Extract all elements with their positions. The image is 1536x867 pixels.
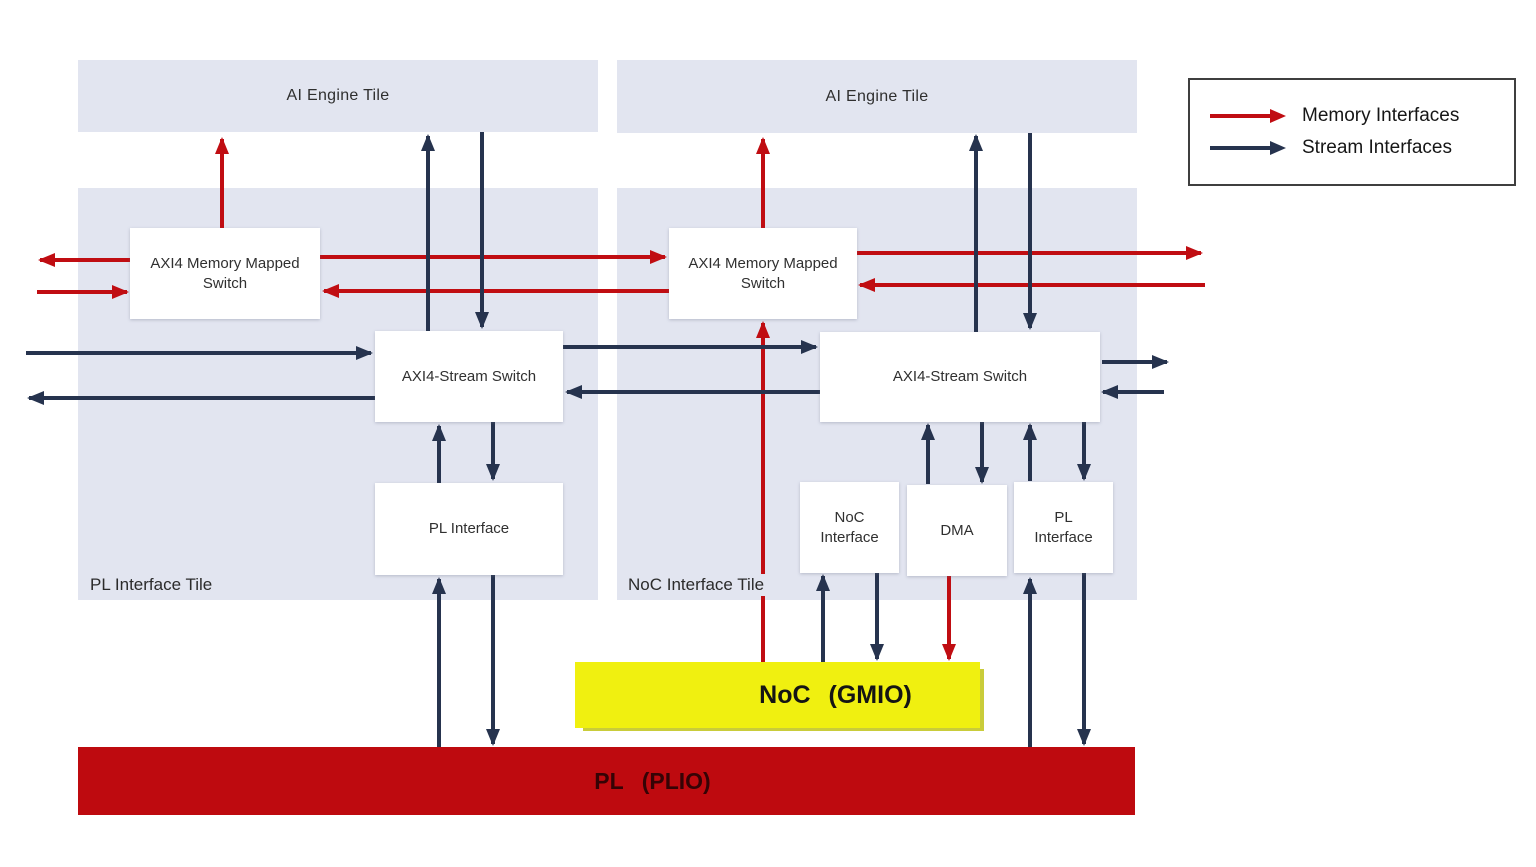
- legend-row-stream: Stream Interfaces: [1208, 137, 1514, 159]
- legend: Memory Interfaces Stream Interfaces: [1188, 78, 1516, 186]
- legend-row-memory: Memory Interfaces: [1208, 105, 1514, 127]
- ai-engine-tile-right-label: AI Engine Tile: [825, 87, 929, 105]
- noc-interface-block: NoC Interface: [800, 482, 899, 573]
- axi4-memory-mapped-switch-right: AXI4 Memory Mapped Switch: [669, 228, 857, 319]
- stream-arrow-icon: [1210, 141, 1286, 155]
- axi4-stream-switch-left: AXI4-Stream Switch: [375, 331, 563, 422]
- pl-interface-block-right: PL Interface: [1014, 482, 1113, 573]
- pl-interface-tile-label: PL Interface Tile: [90, 574, 221, 596]
- pl-plio-bar: PL (PLIO): [78, 747, 1135, 815]
- noc-gmio-bar-title: NoC: [759, 680, 811, 709]
- noc-gmio-bar-subtitle: (GMIO): [828, 680, 912, 709]
- ai-engine-tile-left-label: AI Engine Tile: [286, 87, 390, 104]
- pl-interface-block-left: PL Interface: [375, 483, 563, 575]
- dma-block: DMA: [907, 485, 1007, 576]
- noc-interface-tile-label: NoC Interface Tile: [628, 574, 773, 596]
- ai-engine-tile-right: AI Engine Tile: [617, 60, 1137, 133]
- pl-plio-bar-subtitle: (PLIO): [641, 767, 711, 794]
- axi4-stream-switch-right: AXI4-Stream Switch: [820, 332, 1100, 422]
- noc-gmio-bar: NoC (GMIO): [575, 662, 980, 728]
- legend-label-memory: Memory Interfaces: [1302, 105, 1460, 126]
- legend-label-stream: Stream Interfaces: [1302, 137, 1452, 158]
- axi4-memory-mapped-switch-left: AXI4 Memory Mapped Switch: [130, 228, 320, 319]
- ai-engine-tile-left: AI Engine Tile: [78, 60, 598, 132]
- pl-plio-bar-title: PL: [594, 767, 624, 794]
- memory-arrow-icon: [1210, 109, 1286, 123]
